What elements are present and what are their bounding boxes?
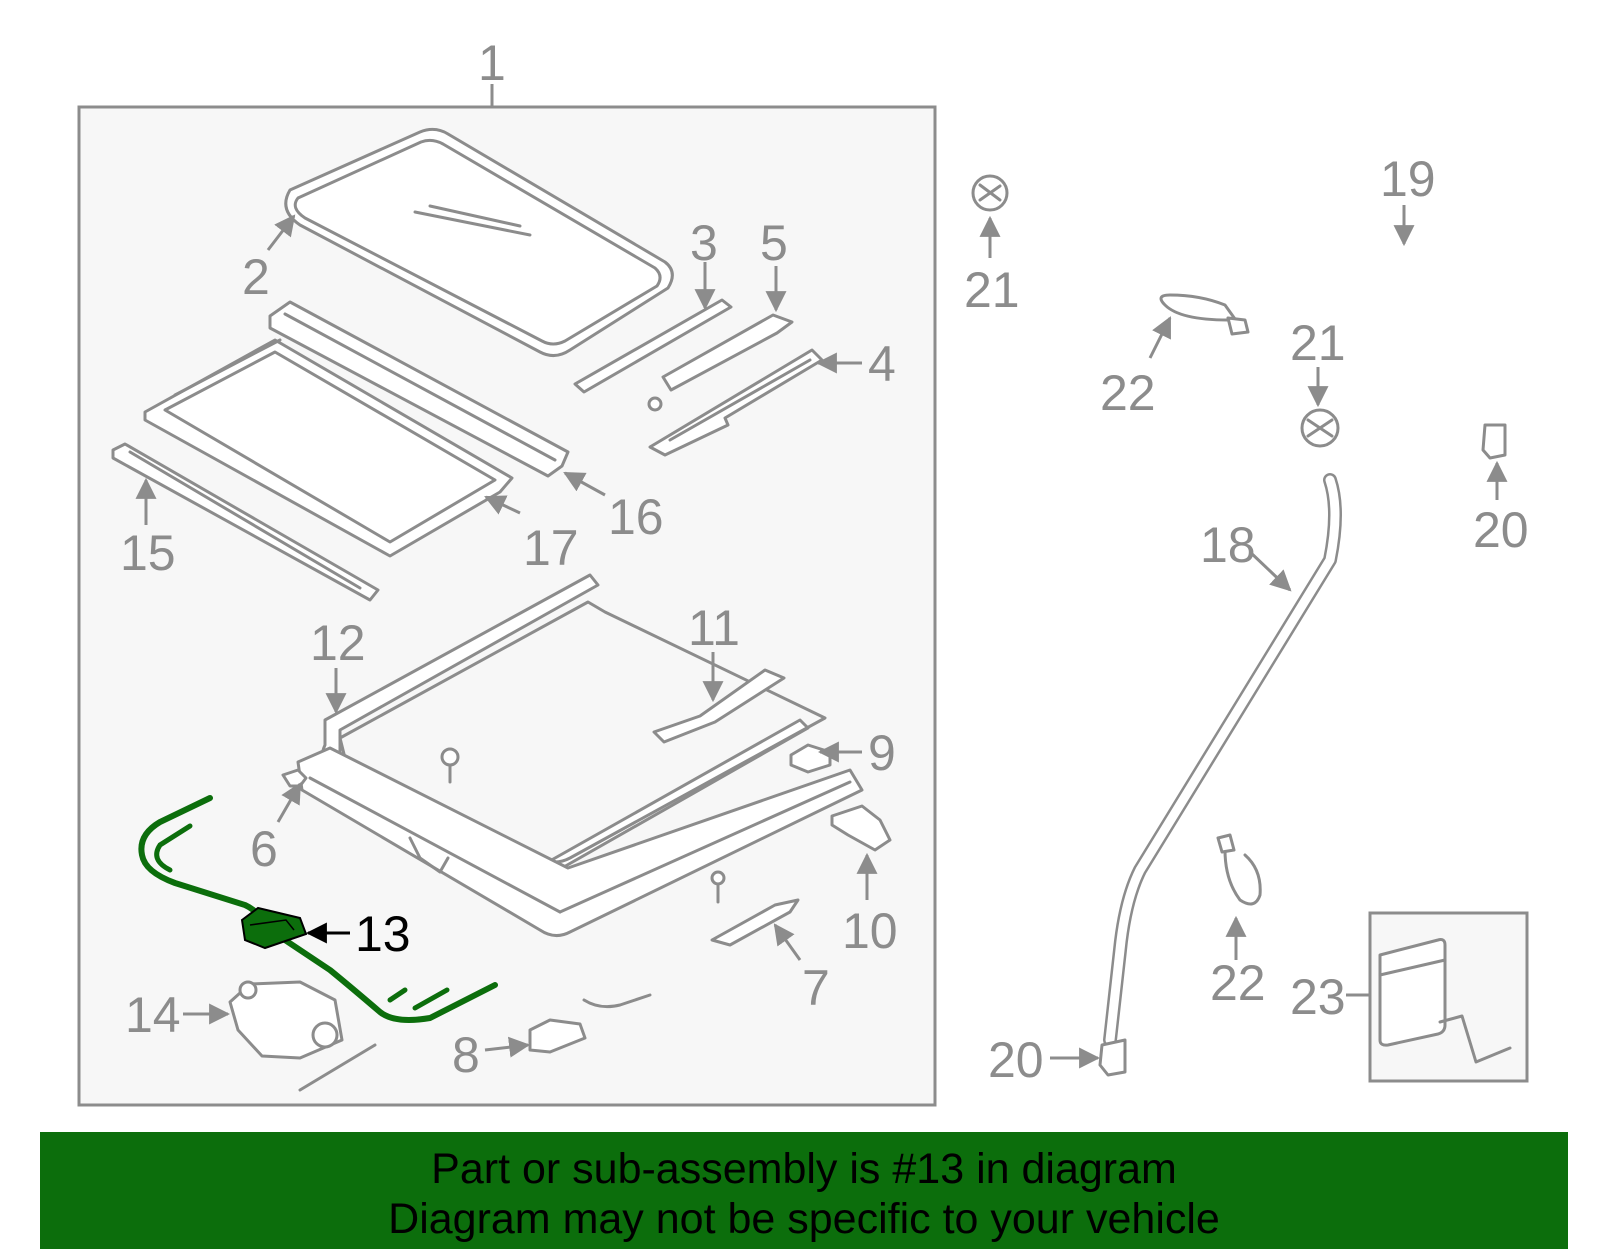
callout-6: 6 xyxy=(250,821,278,877)
part-21-clip-lower xyxy=(1300,408,1340,448)
callout-5: 5 xyxy=(760,215,788,271)
part-7-plate xyxy=(710,870,800,947)
callout-15: 15 xyxy=(120,525,176,581)
part-18-drain-hose xyxy=(1103,473,1342,1047)
part-5-seal xyxy=(661,313,794,392)
callout-23: 23 xyxy=(1290,969,1346,1025)
callout-16: 16 xyxy=(608,489,664,545)
callout-20b: 20 xyxy=(988,1032,1044,1088)
callout-16-leader xyxy=(563,471,606,497)
part-23-tool-kit xyxy=(1378,938,1512,1064)
banner-line-1: Part or sub-assembly is #13 in diagram xyxy=(431,1145,1177,1193)
callout-9: 9 xyxy=(868,725,896,781)
callout-7-leader xyxy=(773,923,802,961)
part-2-glass-panel xyxy=(284,127,674,357)
callout-18: 18 xyxy=(1200,517,1256,573)
callout-4: 4 xyxy=(868,336,896,392)
callout-2-leader xyxy=(266,214,296,251)
callout-2: 2 xyxy=(242,249,270,305)
part-15-rear-rail xyxy=(111,442,380,602)
callout-1: 1 xyxy=(478,35,506,91)
info-banner: Part or sub-assembly is #13 in diagram D… xyxy=(40,1132,1568,1249)
callout-20a: 20 xyxy=(1473,502,1529,558)
callout-18-leader xyxy=(1248,550,1292,592)
callout-6-leader xyxy=(276,782,302,823)
part-20-elbow-lower xyxy=(1098,1038,1127,1077)
part-4-deflector-bracket xyxy=(647,348,824,457)
callout-14: 14 xyxy=(125,987,181,1043)
part-19-drain-hose xyxy=(1025,164,1500,445)
callout-3: 3 xyxy=(690,215,718,271)
callout-10: 10 xyxy=(842,903,898,959)
callout-17: 17 xyxy=(523,520,579,576)
part-17-sunshade xyxy=(143,338,514,558)
callout-21a: 21 xyxy=(964,262,1020,318)
part-16-front-rail xyxy=(268,300,570,478)
callout-17-leader xyxy=(484,495,521,515)
callout-19: 19 xyxy=(1380,151,1436,207)
part-20-elbow-upper xyxy=(1481,423,1507,460)
callout-22b: 22 xyxy=(1210,955,1266,1011)
callout-22a: 22 xyxy=(1100,365,1156,421)
part-22-clamp-lower xyxy=(1216,833,1262,906)
callout-21b: 21 xyxy=(1290,315,1346,371)
part-14-motor xyxy=(228,980,377,1092)
part-3-seal xyxy=(573,298,733,394)
part-13-drive-cable xyxy=(138,795,498,1023)
part-22-clamp-upper xyxy=(1159,293,1250,336)
callout-12: 12 xyxy=(310,615,366,671)
callout-13: 13 xyxy=(355,906,411,962)
callout-11: 11 xyxy=(688,600,740,656)
part-12-frame xyxy=(296,573,864,937)
callout-8-leader xyxy=(484,1036,531,1058)
callout-22a-leader xyxy=(1148,316,1172,359)
part-11-bracket xyxy=(652,668,786,744)
callout-8: 8 xyxy=(452,1027,480,1083)
part-21-clip-upper xyxy=(971,174,1009,212)
callout-7: 7 xyxy=(802,960,830,1016)
banner-line-2: Diagram may not be specific to your vehi… xyxy=(388,1195,1220,1243)
part-10-bracket xyxy=(830,804,892,852)
